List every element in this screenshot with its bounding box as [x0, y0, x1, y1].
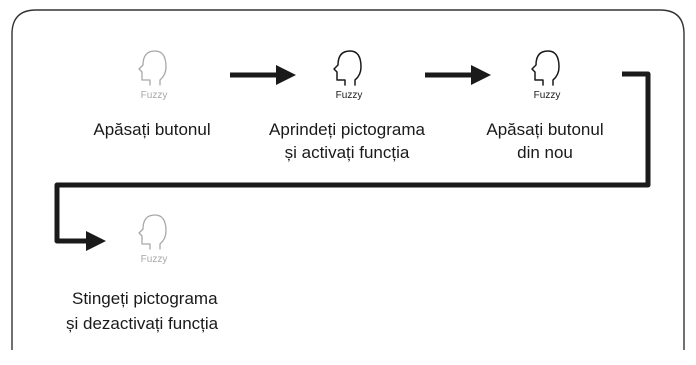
step-1-fuzzy-head-icon: Fuzzy — [138, 50, 168, 101]
arrow-step-3-to-4 — [54, 71, 651, 251]
arrow-step-2-to-3 — [425, 65, 491, 85]
step-2-caption-line-2: și activați funcția — [285, 143, 410, 162]
step-3-caption-line-2: din nou — [517, 143, 573, 162]
diagram-frame — [11, 9, 685, 350]
step-1-icon-label: Fuzzy — [141, 90, 168, 101]
step-4-caption-line-2: și dezactivați funcția — [66, 314, 219, 333]
step-2-fuzzy-head-icon: Fuzzy — [333, 50, 363, 101]
step-3-caption-line-1: Apăsați butonul — [486, 120, 603, 139]
step-4-fuzzy-head-icon: Fuzzy — [138, 214, 168, 265]
step-3-icon-label: Fuzzy — [534, 90, 561, 101]
step-2-icon-label: Fuzzy — [336, 90, 363, 101]
step-3-fuzzy-head-icon: Fuzzy — [531, 50, 561, 101]
step-4-caption-line-1: Stingeți pictograma — [72, 289, 218, 308]
step-4-icon-label: Fuzzy — [141, 254, 168, 265]
arrow-step-1-to-2 — [230, 65, 296, 85]
step-2-caption-line-1: Aprindeți pictograma — [269, 120, 425, 139]
step-1-caption-line-1: Apăsați butonul — [93, 120, 210, 139]
